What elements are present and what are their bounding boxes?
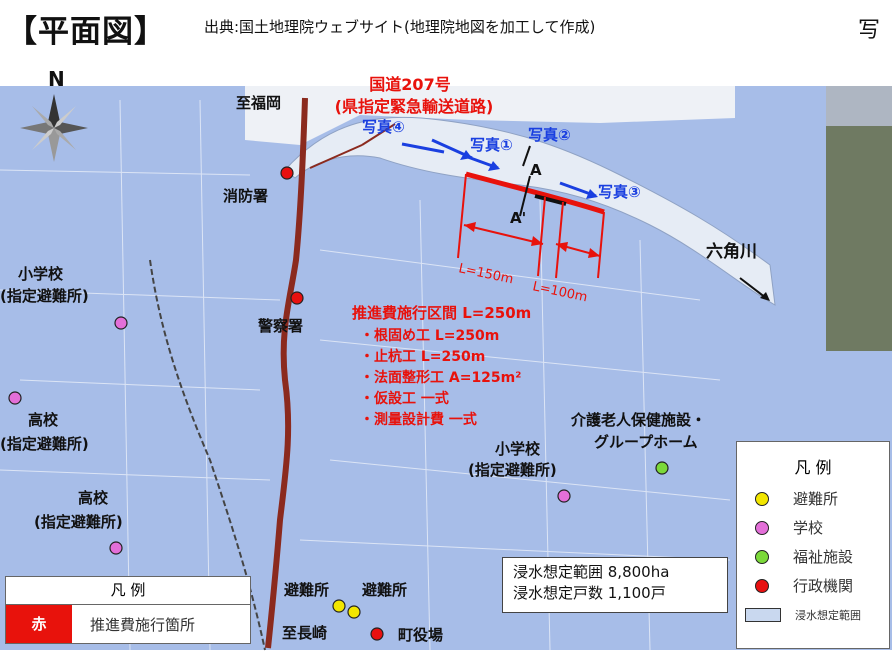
legend-row: 避難所	[737, 484, 889, 513]
label-elem-school-left-sub: (指定避難所)	[0, 287, 89, 305]
marker-school-2	[8, 391, 22, 405]
legend-row: 福祉施設	[737, 542, 889, 571]
section-a: A	[530, 161, 542, 179]
school-dot-icon	[755, 520, 769, 535]
works-section	[457, 171, 605, 279]
works-item-3: ・法面整形工 A=125m²	[360, 369, 521, 386]
legend-main: 凡 例 避難所 学校 福祉施設 行政機関 浸水想定範囲	[736, 441, 890, 649]
legend-works-title: 凡 例	[6, 577, 250, 605]
label-elem-school-right-sub: (指定避難所)	[468, 461, 557, 479]
legend-works: 凡 例 赤 推進費施行箇所	[5, 576, 251, 644]
route-207	[265, 97, 308, 649]
marker-town-office	[370, 627, 384, 641]
marker-school-3	[109, 541, 123, 555]
flood-summary-area: 浸水想定範囲 8,800ha	[513, 563, 670, 581]
label-elem-school-right: 小学校	[495, 440, 541, 458]
legend-label: 福祉施設	[793, 548, 854, 566]
photo-thumbnail	[826, 86, 892, 351]
river-rokkaku	[284, 116, 776, 306]
river-label: 六角川	[706, 241, 757, 262]
label-high-school-1-sub: (指定避難所)	[0, 435, 89, 453]
label-high-school-2-sub: (指定避難所)	[34, 513, 123, 531]
route-name: 国道207号	[369, 75, 450, 94]
works-title: 推進費施行区間 L=250m	[352, 304, 531, 322]
marker-shelter-1	[332, 599, 346, 613]
label-police: 警察署	[257, 317, 303, 335]
label-high-school-2: 高校	[78, 489, 109, 507]
admin-dot-icon	[755, 578, 769, 593]
works-item-4: ・仮設工 一式	[360, 390, 449, 407]
legend-label: 浸水想定範囲	[795, 608, 861, 622]
legend-main-title: 凡 例	[794, 458, 832, 477]
compass-north-label: N	[48, 67, 65, 91]
compass-icon	[20, 94, 88, 162]
label-town-office: 町役場	[398, 626, 443, 644]
legend-label: 学校	[793, 519, 824, 537]
to-nagasaki: 至長崎	[282, 624, 327, 642]
marker-fire-station	[280, 166, 294, 180]
photo-arrows	[401, 138, 770, 301]
legend-row: 行政機関	[737, 571, 889, 600]
marker-care	[655, 461, 669, 475]
marker-shelter-2	[347, 605, 361, 619]
label-care-1: 介護老人保健施設・	[570, 411, 706, 429]
marker-school-1	[114, 316, 128, 330]
photo-4-label: 写真④	[362, 118, 405, 136]
marker-school-4	[557, 489, 571, 503]
label-care-2: グループホーム	[594, 433, 698, 451]
photo-heading-cut: 写	[858, 18, 881, 43]
photo-2-label: 写真②	[528, 126, 571, 144]
photo-1-label: 写真①	[470, 136, 513, 154]
works-item-5: ・測量設計費 一式	[360, 411, 477, 428]
works-swatch: 赤	[6, 605, 72, 643]
section-a-prime: A'	[510, 209, 526, 227]
to-fukuoka: 至福岡	[236, 94, 281, 112]
flood-area-swatch-icon	[745, 607, 781, 622]
legend-row: 学校	[737, 513, 889, 542]
label-fire-station: 消防署	[223, 187, 268, 205]
welfare-dot-icon	[755, 549, 769, 564]
label-high-school-1: 高校	[28, 411, 59, 429]
route-note: (県指定緊急輸送道路)	[335, 97, 494, 116]
works-item-2: ・止杭工 L=250m	[360, 348, 485, 365]
legend-label: 避難所	[793, 490, 839, 508]
works-label: 推進費施行箇所	[90, 615, 196, 634]
source-note: 出典:国土地理院ウェブサイト(地理院地図を加工して作成)	[204, 18, 596, 36]
works-item-1: ・根固め工 L=250m	[360, 327, 499, 344]
label-shelter-1: 避難所	[284, 581, 329, 599]
label-elem-school-left: 小学校	[18, 265, 64, 283]
legend-label: 行政機関	[793, 577, 854, 595]
page-title: 【平面図】	[6, 14, 166, 50]
route-label-leader	[361, 123, 396, 146]
photo-3-label: 写真③	[598, 183, 641, 201]
shelter-dot-icon	[755, 491, 769, 506]
flood-summary: 浸水想定範囲 8,800ha 浸水想定戸数 1,100戸	[502, 557, 728, 613]
marker-police	[290, 291, 304, 305]
flood-summary-houses: 浸水想定戸数 1,100戸	[513, 584, 666, 602]
label-shelter-2: 避難所	[362, 581, 407, 599]
dry-land-north	[245, 86, 735, 145]
legend-row: 浸水想定範囲	[737, 600, 889, 629]
